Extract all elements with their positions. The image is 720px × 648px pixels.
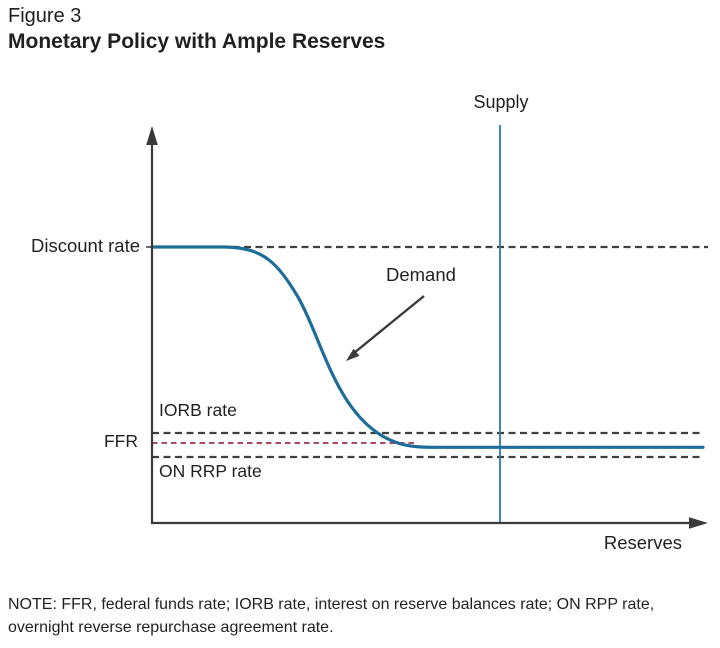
y-axis-arrowhead-icon xyxy=(146,126,158,145)
figure-number: Figure 3 xyxy=(8,5,82,27)
demand-curve xyxy=(150,245,705,449)
figure-title: Monetary Policy with Ample Reserves xyxy=(8,30,386,53)
iorb-rate-label: IORB rate xyxy=(159,400,237,420)
x-axis-label: Reserves xyxy=(603,532,682,553)
on-rrp-rate-label: ON RRP rate xyxy=(159,461,262,481)
demand-arrowhead-icon xyxy=(346,348,360,361)
ffr-label: FFR xyxy=(103,431,138,451)
discount-rate-label: Discount rate xyxy=(31,235,140,256)
demand-arrow-line xyxy=(353,295,425,354)
supply-label: Supply xyxy=(473,92,529,112)
figure-note: NOTE: FFR, federal funds rate; IORB rate… xyxy=(8,596,655,636)
demand-label: Demand xyxy=(386,264,456,285)
x-axis-arrowhead-icon xyxy=(689,517,708,529)
